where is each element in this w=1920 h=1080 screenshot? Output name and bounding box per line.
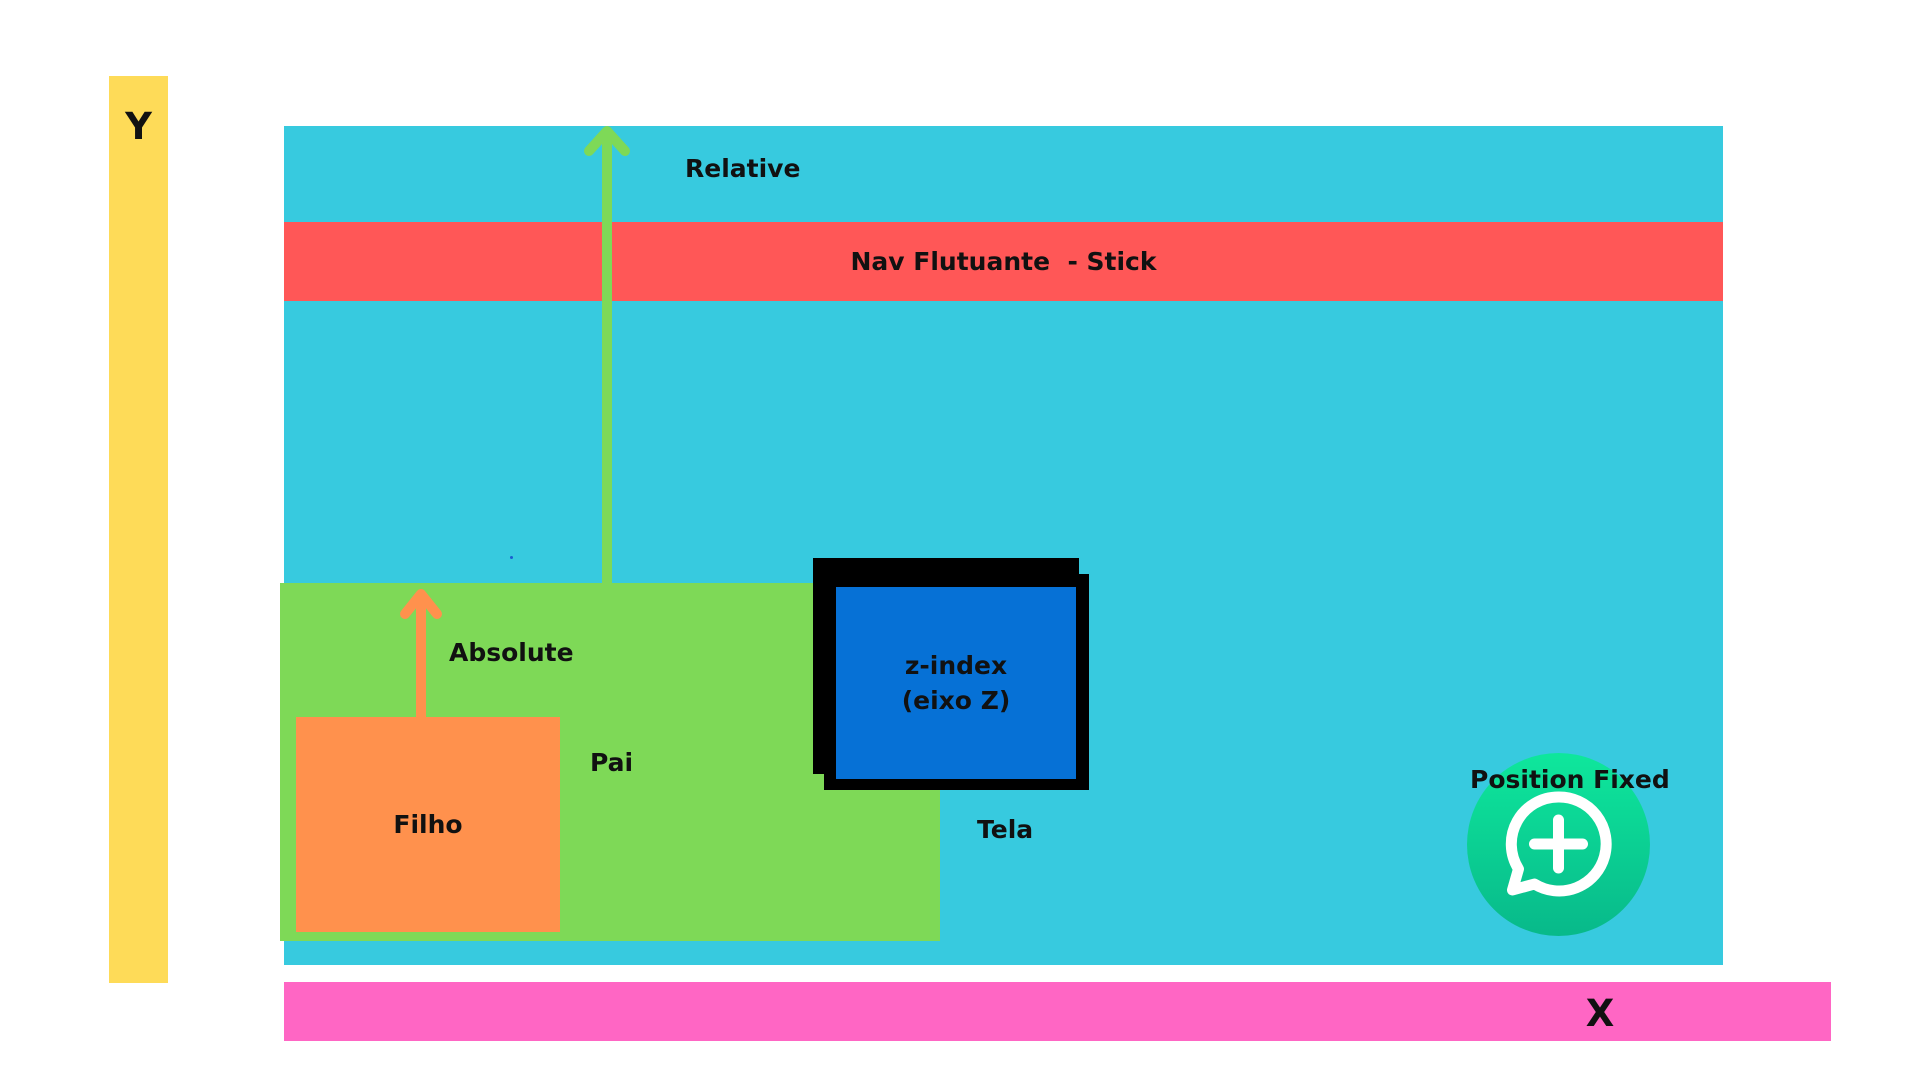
absolute-label: Absolute xyxy=(449,638,574,667)
filho-label: Filho xyxy=(393,810,463,839)
position-fixed-button[interactable] xyxy=(1467,753,1650,936)
x-axis-label: X xyxy=(1585,992,1615,1035)
tela-label: Tela xyxy=(977,815,1034,844)
filho-box: Filho xyxy=(296,717,560,932)
stray-dot xyxy=(510,556,513,559)
zindex-label-line1: z-index xyxy=(904,651,1008,680)
position-fixed-label: Position Fixed xyxy=(1470,765,1670,794)
relative-arrow-icon xyxy=(584,126,630,583)
absolute-arrow-icon xyxy=(400,589,442,717)
zindex-box: z-index (eixo Z) xyxy=(836,587,1076,779)
chat-plus-icon xyxy=(1505,791,1612,897)
relative-label: Relative xyxy=(685,154,801,183)
nav-label: Nav Flutuante - Stick xyxy=(850,247,1157,276)
y-axis-bar xyxy=(109,76,168,983)
x-axis-bar xyxy=(284,982,1831,1041)
nav-flutuante-bar: Nav Flutuante - Stick xyxy=(284,222,1723,301)
y-axis-label: Y xyxy=(125,105,152,148)
pai-label: Pai xyxy=(590,748,634,777)
zindex-label-line2: (eixo Z) xyxy=(901,686,1011,715)
